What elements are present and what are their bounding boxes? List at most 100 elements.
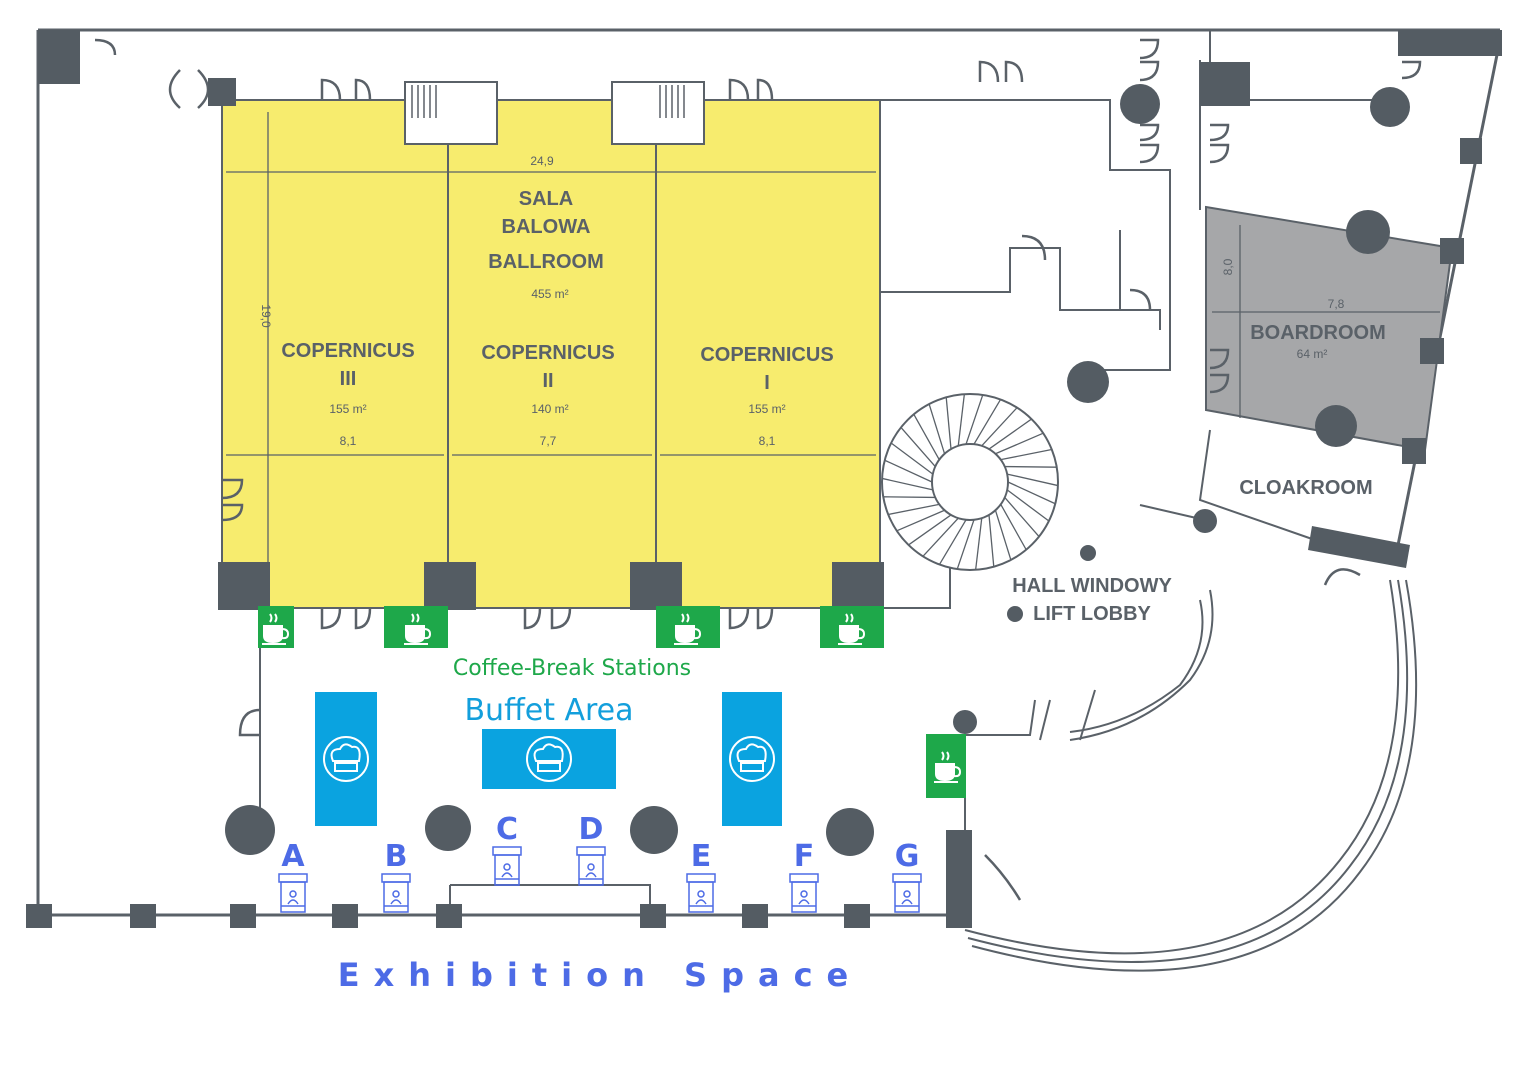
doors bbox=[94, 38, 1422, 901]
ballroom-floor bbox=[222, 100, 880, 608]
booth-c[interactable]: C bbox=[492, 812, 522, 886]
ballroom-width-label: 24,9 bbox=[530, 154, 554, 168]
stair-tread bbox=[981, 407, 1018, 447]
exhibition-booth-icon bbox=[789, 873, 819, 913]
booth-f-letter: F bbox=[794, 839, 815, 874]
curved-lobby-walls bbox=[964, 579, 1418, 972]
stair-tread bbox=[1000, 448, 1052, 461]
booth-g-letter: G bbox=[895, 839, 920, 874]
copernicus-3-number: III bbox=[340, 368, 357, 390]
stair-tread bbox=[1006, 489, 1050, 522]
stair-tread bbox=[994, 510, 1012, 561]
booth-e-letter: E bbox=[691, 839, 712, 874]
coffee-station[interactable] bbox=[820, 606, 884, 648]
booth-b[interactable]: B bbox=[381, 839, 411, 913]
booth-c-letter: C bbox=[496, 812, 518, 847]
stair-tread bbox=[974, 518, 983, 570]
stair-tread bbox=[938, 519, 967, 565]
copernicus-2-width: 7,7 bbox=[540, 434, 557, 448]
buffet-table[interactable] bbox=[315, 692, 377, 826]
coffee-station[interactable] bbox=[384, 606, 448, 648]
stair-tread bbox=[888, 503, 940, 516]
booth-e[interactable]: E bbox=[686, 839, 716, 913]
coffee-station[interactable] bbox=[926, 734, 966, 798]
ballroom-area: 455 m² bbox=[531, 287, 568, 301]
ballroom-title-line3: BALLROOM bbox=[488, 251, 604, 273]
stair-tread bbox=[908, 514, 952, 546]
exhibition-booth-icon bbox=[686, 873, 716, 913]
copernicus-3-area: 155 m² bbox=[329, 402, 366, 416]
booth-d-letter: D bbox=[579, 812, 604, 847]
chef-hat-icon bbox=[526, 736, 572, 782]
booth-b-letter: B bbox=[385, 839, 408, 874]
copernicus-3-width: 8,1 bbox=[340, 434, 357, 448]
stair-tread bbox=[890, 442, 934, 475]
stair-tread bbox=[913, 413, 940, 460]
boardroom-depth-label: 8,0 bbox=[1221, 258, 1235, 275]
coffee-cup-icon bbox=[934, 751, 962, 783]
buffet-area-label: Buffet Area bbox=[464, 693, 633, 728]
stair-tread bbox=[957, 394, 966, 446]
stair-tread bbox=[1007, 473, 1059, 487]
pillars bbox=[26, 30, 1502, 928]
stair-tread bbox=[945, 397, 952, 450]
hall-label-line1: HALL WINDOWY bbox=[1012, 575, 1172, 597]
copernicus-1-name: COPERNICUS bbox=[700, 344, 833, 366]
stair-tread bbox=[1007, 481, 1056, 505]
stair-tread bbox=[896, 509, 945, 532]
booth-d[interactable]: D bbox=[576, 812, 606, 886]
ballroom-depth-label: 19,0 bbox=[259, 304, 273, 328]
buffet-table[interactable] bbox=[482, 729, 616, 789]
stair-tread bbox=[995, 432, 1044, 455]
copernicus-1-number: I bbox=[764, 372, 770, 394]
stair-tread bbox=[883, 496, 936, 499]
stair-tread bbox=[1000, 504, 1027, 551]
copernicus-3-name: COPERNICUS bbox=[281, 340, 414, 362]
copernicus-2-area: 140 m² bbox=[531, 402, 568, 416]
coffee-cup-icon bbox=[674, 613, 702, 645]
coffee-stations bbox=[258, 606, 966, 798]
stair-tread bbox=[1004, 497, 1040, 537]
hall-label-line2: LIFT LOBBY bbox=[1033, 603, 1151, 625]
copernicus-1-width: 8,1 bbox=[759, 434, 776, 448]
exhibition-booth-icon bbox=[492, 846, 522, 886]
spiral-staircase bbox=[881, 393, 1059, 571]
chef-hat-icon bbox=[323, 736, 369, 782]
exhibition-space-label: Exhibition Space bbox=[338, 956, 863, 994]
stair-tread bbox=[1004, 465, 1057, 468]
stair-tread bbox=[881, 477, 933, 491]
boardroom-area: 64 m² bbox=[1297, 347, 1328, 361]
ballroom[interactable]: 24,9 19,0 SALA BALOWA BALLROOM 455 m² CO… bbox=[221, 81, 881, 609]
exhibition-booth-icon bbox=[381, 873, 411, 913]
coffee-station[interactable] bbox=[656, 606, 720, 648]
exhibition-booth-icon bbox=[576, 846, 606, 886]
coffee-cup-icon bbox=[404, 613, 432, 645]
booth-a[interactable]: A bbox=[278, 839, 308, 913]
booth-a-letter: A bbox=[281, 839, 305, 874]
ballroom-title-line2: BALOWA bbox=[502, 216, 591, 238]
copernicus-1-area: 155 m² bbox=[748, 402, 785, 416]
copernicus-2-name: COPERNICUS bbox=[481, 342, 614, 364]
exhibition-booth-icon bbox=[278, 873, 308, 913]
stair-tread bbox=[988, 514, 995, 567]
buffet-table[interactable] bbox=[722, 692, 782, 826]
buffet-area bbox=[315, 692, 782, 826]
coffee-cup-icon bbox=[262, 613, 290, 645]
coffee-station[interactable] bbox=[258, 606, 294, 648]
stair-tread bbox=[922, 517, 959, 557]
coffee-cup-icon bbox=[838, 613, 866, 645]
building-walls bbox=[36, 28, 1502, 917]
exhibition-booths: A B C D bbox=[278, 812, 922, 913]
ballroom-title-line1: SALA bbox=[519, 188, 573, 210]
boardroom-name: BOARDROOM bbox=[1250, 322, 1386, 344]
boardroom-width-label: 7,8 bbox=[1328, 297, 1345, 311]
copernicus-2-number: II bbox=[542, 370, 553, 392]
booth-g[interactable]: G bbox=[892, 839, 922, 913]
booth-f[interactable]: F bbox=[789, 839, 819, 913]
coffee-stations-label: Coffee-Break Stations bbox=[453, 656, 691, 681]
stair-tread bbox=[973, 399, 1002, 445]
stair-tread bbox=[988, 418, 1032, 450]
cloakroom-label: CLOAKROOM bbox=[1239, 477, 1372, 499]
stair-tread bbox=[965, 394, 984, 445]
